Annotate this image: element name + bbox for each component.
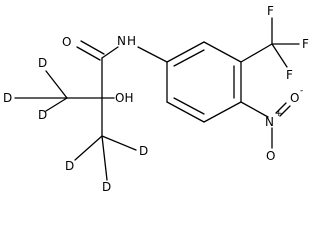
label-nitro-nitrogen: N [265, 115, 274, 129]
label-amide-hydrogen: H [127, 34, 136, 48]
label-deuterium-6: D [102, 180, 111, 194]
ring-nitro-bond [240, 101, 269, 118]
label-fluorine-3: F [286, 68, 293, 82]
cd-bond-3 [45, 97, 68, 112]
label-nitro-plus: + [275, 109, 283, 119]
label-amide-nitrogen: N [117, 34, 126, 48]
label-fluorine-1: F [267, 4, 274, 18]
nitro-o-bond-top [279, 105, 291, 117]
label-nitro-oxygen-1: O [290, 91, 299, 105]
ring-bond-1 [166, 41, 205, 63]
structure-diagram: O N H OH F F F N + O - O D D D D D D [3, 4, 309, 194]
label-carbonyl-oxygen: O [62, 35, 71, 49]
label-fluorine-2: F [302, 37, 309, 51]
ring-bond-5 [166, 101, 205, 123]
carbonyl-double-bond-b [80, 40, 105, 55]
n-aryl-bond [137, 46, 168, 63]
ring-bond-4 [203, 101, 242, 123]
amide-bond [101, 46, 119, 59]
label-deuterium-2: D [3, 91, 12, 105]
cf-bond-3 [271, 43, 288, 68]
nitro-o-bond-top-b [275, 102, 287, 114]
molecule-drawing: O N H OH F F F N + O - O D D D D D D [3, 4, 309, 194]
label-deuterium-1: D [38, 56, 47, 70]
cd-bond-6 [101, 135, 108, 181]
cd-bond-4 [74, 135, 103, 161]
ring-double-inner-3 [173, 97, 205, 115]
carbonyl-double-bond-a [76, 46, 101, 61]
label-deuterium-3: D [38, 108, 47, 122]
ring-bond-2 [203, 41, 242, 63]
label-nitro-minus: - [300, 86, 303, 96]
ring-double-inner-1 [173, 49, 205, 67]
cd-bond-1 [45, 70, 68, 99]
label-deuterium-5: D [139, 144, 148, 158]
label-deuterium-4: D [65, 159, 74, 173]
ring-cf3-bond [240, 43, 273, 63]
label-hydroxyl: OH [115, 91, 133, 105]
cd-bond-5 [101, 135, 137, 151]
label-nitro-oxygen-2: O [266, 149, 275, 163]
